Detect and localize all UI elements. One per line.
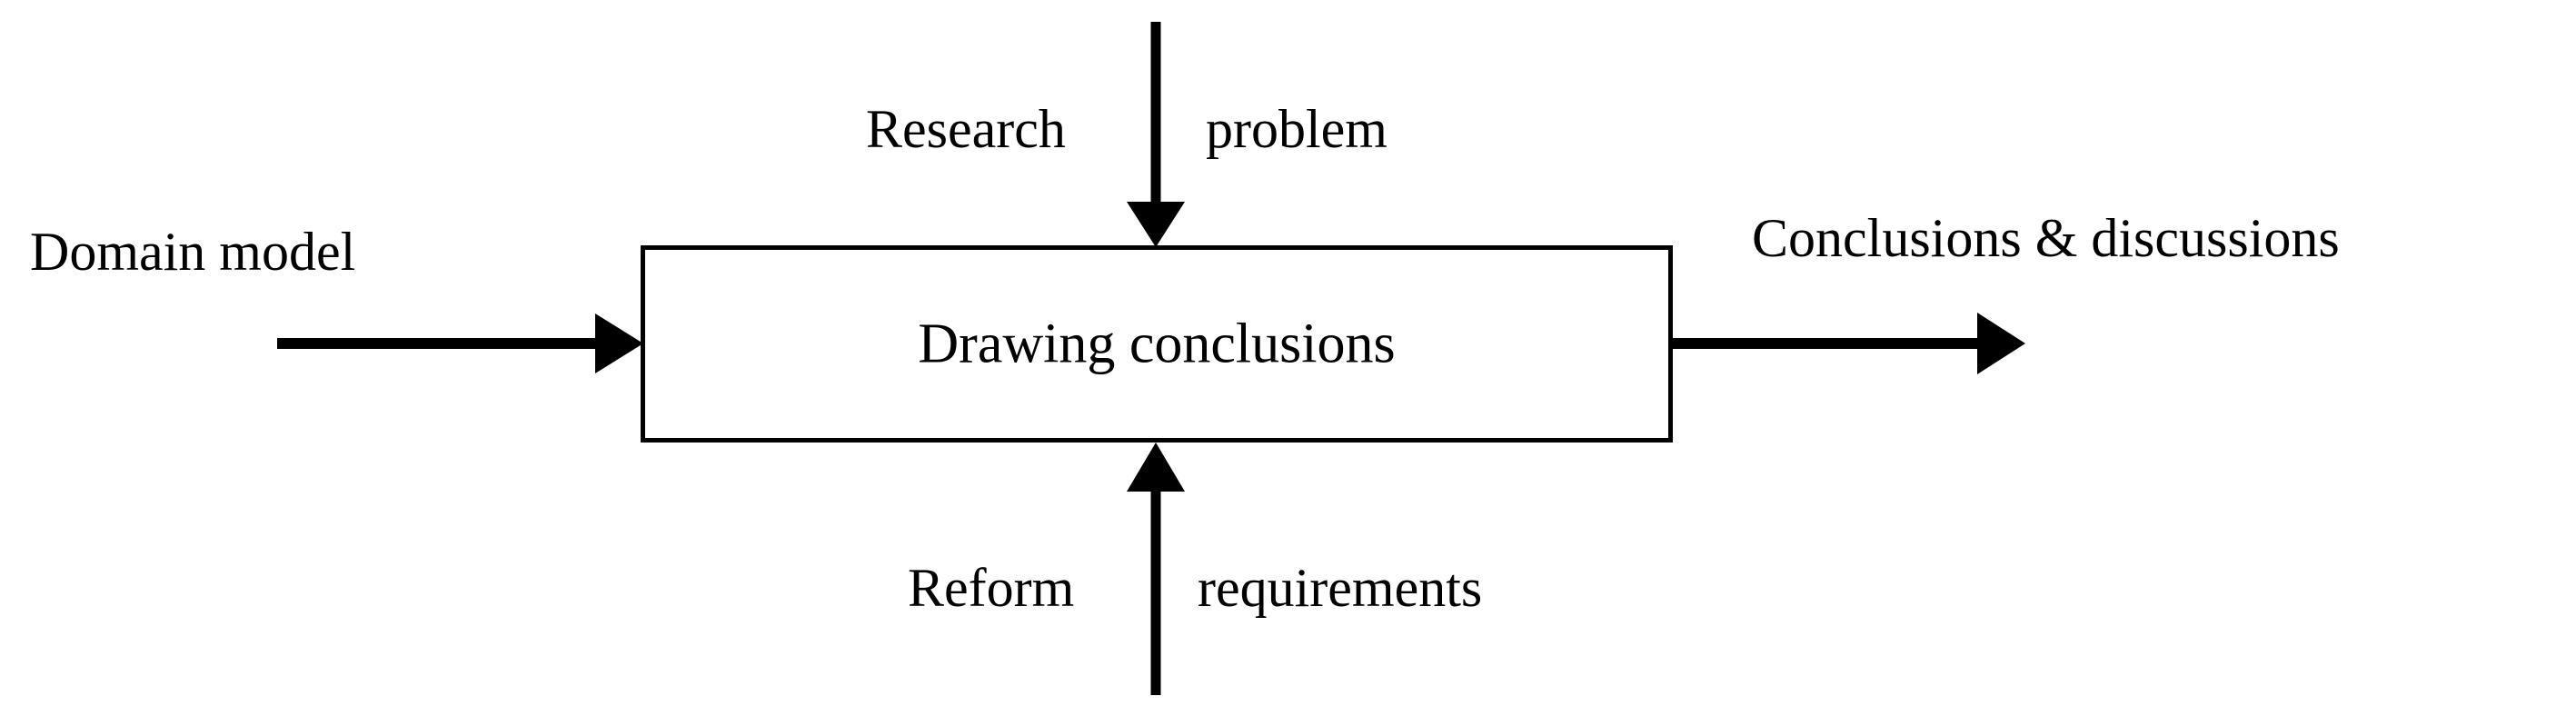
arrow-up-icon — [1127, 443, 1185, 492]
arrow-right-icon — [1977, 313, 2025, 374]
process-box[interactable]: Drawing conclusions — [641, 245, 1673, 443]
mechanism-bottom-arrow — [1127, 443, 1185, 695]
arrow-right-icon — [595, 313, 643, 373]
mechanism-bottom-label-part-1: Reform — [908, 558, 1075, 618]
input-left-arrow — [277, 313, 643, 373]
input-left-label: Domain model — [30, 222, 356, 282]
mechanism-bottom-label-part-2: requirements — [1198, 558, 1483, 618]
control-top-arrow — [1127, 22, 1185, 247]
control-top-label-part-2: problem — [1206, 99, 1387, 159]
process-box-label: Drawing conclusions — [918, 313, 1396, 374]
output-right-arrow — [1670, 313, 2025, 374]
control-top-label-part-1: Research — [866, 99, 1066, 159]
arrow-down-icon — [1127, 202, 1185, 247]
output-right-label: Conclusions & discussions — [1752, 208, 2340, 268]
